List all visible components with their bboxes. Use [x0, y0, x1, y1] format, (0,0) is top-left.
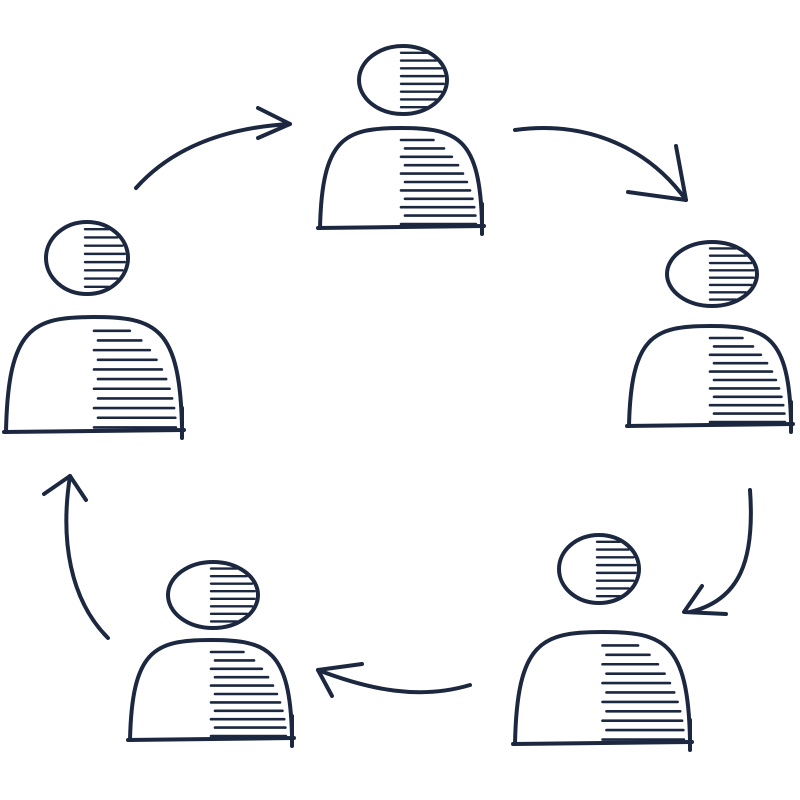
person-bottom-left	[126, 560, 296, 748]
arrow-bottom-right-to-bottom-left	[316, 662, 472, 698]
person-icon	[126, 560, 296, 748]
person-body	[128, 638, 294, 742]
arrow-icon	[682, 488, 753, 616]
arrow-left-to-top	[134, 106, 292, 190]
person-base	[316, 224, 486, 230]
person-body	[513, 630, 692, 746]
arrow-bottom-left-to-left	[42, 474, 110, 640]
body-hatching	[399, 138, 478, 226]
head-hatching	[209, 567, 256, 623]
head-hatching	[595, 540, 637, 598]
person-icon	[316, 44, 486, 236]
person-icon	[2, 220, 186, 440]
head-hatching	[708, 247, 755, 301]
person-base	[625, 422, 795, 428]
person-body	[4, 315, 184, 434]
person-base	[511, 740, 694, 746]
person-body	[318, 126, 484, 230]
person-head	[44, 220, 130, 296]
arrow-icon	[513, 126, 688, 202]
body-hatching	[92, 329, 178, 429]
head-hatching	[83, 227, 126, 288]
person-head	[665, 240, 759, 308]
person-left	[2, 220, 186, 440]
person-head	[166, 560, 260, 630]
arrow-right-to-bottom-right	[682, 488, 753, 616]
person-head	[557, 533, 641, 605]
arrow-top-to-right	[513, 126, 688, 202]
arrow-icon	[134, 106, 292, 190]
body-hatching	[601, 644, 686, 741]
arrow-icon	[42, 474, 110, 640]
body-hatching	[209, 650, 288, 738]
body-hatching	[708, 336, 787, 424]
head-hatching	[399, 51, 445, 109]
person-head	[357, 44, 449, 116]
person-right	[625, 240, 795, 434]
person-icon	[511, 533, 694, 752]
person-body	[627, 324, 793, 428]
person-base	[2, 428, 186, 434]
arrow-icon	[316, 662, 472, 698]
person-bottom-right	[511, 533, 694, 752]
person-top	[316, 44, 486, 236]
person-icon	[625, 240, 795, 434]
person-base	[126, 736, 296, 742]
